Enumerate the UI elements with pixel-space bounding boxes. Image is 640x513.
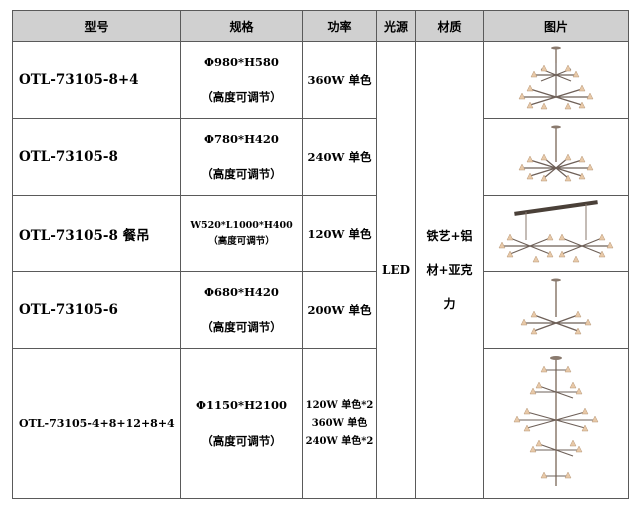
spec-cell: Φ980*H580 （高度可调节） <box>180 41 303 119</box>
spec-dimensions: W520*L1000*H400 <box>190 220 293 231</box>
spec-cell: W520*L1000*H400 （高度可调节） <box>180 195 303 272</box>
chandelier-2-tier-image <box>518 46 594 110</box>
spec-cell: Φ1150*H2100 （高度可调节） <box>180 348 303 499</box>
material-cell: 铁艺+铝 材+亚克 力 <box>415 41 484 499</box>
image-cell <box>483 195 629 272</box>
power-cell: 200W 单色 <box>302 271 377 349</box>
header-light-source: 光源 <box>376 10 416 42</box>
header-model: 型号 <box>12 10 181 42</box>
spec-dimensions: Φ1150*H2100 <box>196 398 287 412</box>
image-cell <box>483 348 629 499</box>
linear-pendant-image <box>498 199 614 262</box>
power-cell: 360W 单色 <box>302 41 377 119</box>
header-row: 型号 规格 功率 光源 材质 图片 <box>12 10 629 42</box>
spec-table: 型号 规格 功率 光源 材质 图片 OTL-73105-8+4 Φ980*H58… <box>12 10 629 499</box>
material-line: 材+亚克 <box>426 263 473 277</box>
spec-dimensions: Φ680*H420 <box>204 284 279 299</box>
power-cell: 120W 单色*2 360W 单色 240W 单色*2 <box>302 348 377 499</box>
table-row: OTL-73105-8+4 Φ980*H580 （高度可调节） 360W 单色 … <box>12 41 629 499</box>
chandelier-5-tier-image <box>513 355 599 486</box>
table-row: OTL-73105-8 餐吊 W520*L1000*H400 （高度可调节） 1… <box>12 195 629 272</box>
image-cell <box>483 118 629 196</box>
light-source-cell: LED <box>376 41 416 499</box>
spec-cell: Φ780*H420 （高度可调节） <box>180 118 303 196</box>
header-material: 材质 <box>415 10 484 42</box>
header-power: 功率 <box>302 10 377 42</box>
spec-dimensions: Φ980*H580 <box>204 54 279 69</box>
power-line: 240W 单色*2 <box>305 435 374 447</box>
image-cell <box>483 271 629 349</box>
material-line: 力 <box>443 297 456 311</box>
spec-note: （高度可调节） <box>208 235 275 247</box>
image-cell <box>483 41 629 119</box>
spec-note: （高度可调节） <box>201 320 282 334</box>
header-image: 图片 <box>483 10 629 42</box>
model-cell: OTL-73105-8 <box>12 118 181 196</box>
power-line: 360W 单色 <box>311 417 368 429</box>
power-cell: 240W 单色 <box>302 118 377 196</box>
table-row: OTL-73105-4+8+12+8+4 Φ1150*H2100 （高度可调节）… <box>12 348 629 499</box>
material-line: 铁艺+铝 <box>426 229 473 243</box>
chandelier-1-tier-image <box>518 125 594 182</box>
spec-note: （高度可调节） <box>201 90 282 104</box>
model-cell: OTL-73105-8 餐吊 <box>12 195 181 272</box>
model-cell: OTL-73105-4+8+12+8+4 <box>12 348 181 499</box>
model-cell: OTL-73105-8+4 <box>12 41 181 119</box>
spec-dimensions: Φ780*H420 <box>204 131 279 146</box>
spec-note: （高度可调节） <box>201 433 282 448</box>
header-spec: 规格 <box>180 10 303 42</box>
spec-note: （高度可调节） <box>201 167 282 181</box>
spec-cell: Φ680*H420 （高度可调节） <box>180 271 303 349</box>
model-cell: OTL-73105-6 <box>12 271 181 349</box>
table-row: OTL-73105-6 Φ680*H420 （高度可调节） 200W 单色 <box>12 271 629 349</box>
power-cell: 120W 单色 <box>302 195 377 272</box>
chandelier-small-image <box>520 278 592 335</box>
table-row: OTL-73105-8 Φ780*H420 （高度可调节） 240W 单色 <box>12 118 629 196</box>
power-line: 120W 单色*2 <box>305 399 374 411</box>
